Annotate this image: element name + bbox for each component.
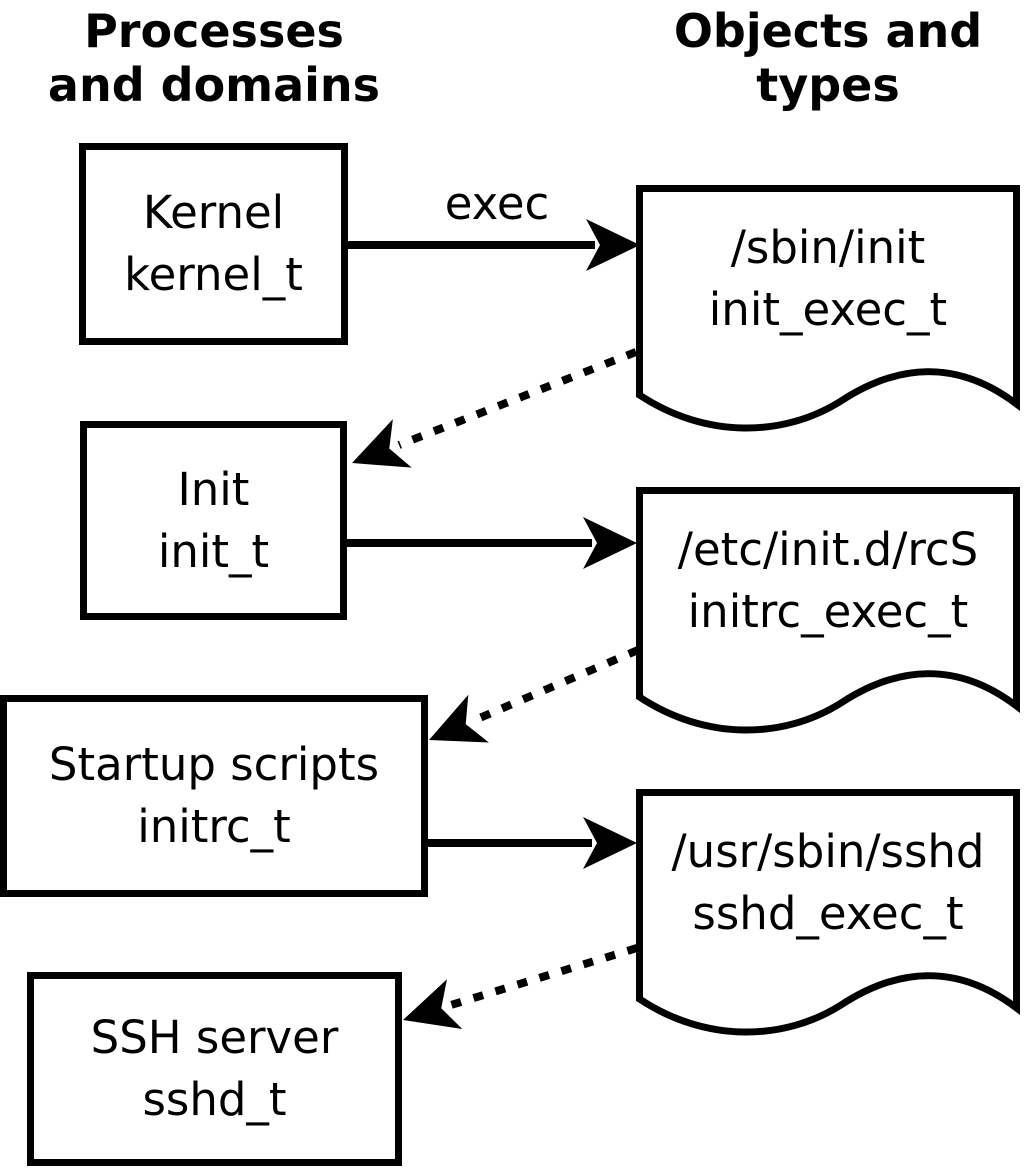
domain-type-label: kernel_t: [124, 248, 303, 301]
object-doc-usr-sbin-sshd: /usr/sbin/sshd sshd_exec_t: [636, 789, 1020, 1054]
process-name-label: Startup scripts: [48, 738, 380, 791]
transition-arrow-initrc: [429, 646, 640, 743]
document-shape: [636, 789, 1020, 1036]
process-box-ssh-server: SSH server sshd_t: [27, 972, 402, 1166]
document-outline: [636, 789, 1020, 1036]
exec-arrow-kernel-to-init: [348, 219, 640, 271]
process-box-startup-scripts: Startup scripts initrc_t: [0, 695, 428, 897]
transition-arrow-line: [449, 944, 639, 1009]
process-name-label: SSH server: [90, 1011, 339, 1064]
column-header-objects: Objects and types: [633, 4, 1023, 112]
file-type-label: init_exec_t: [708, 283, 948, 336]
header-line: Objects and: [673, 4, 983, 58]
file-type-label: initrc_exec_t: [687, 585, 969, 638]
arrowhead-icon: [352, 419, 412, 468]
file-path-label: /usr/sbin/sshd: [671, 825, 985, 878]
exec-arrow-initrc-to-sshd: [428, 817, 637, 869]
header-line: and domains: [47, 58, 381, 112]
exec-arrow-init-to-rcs: [347, 517, 637, 569]
process-name-label: Kernel: [142, 186, 285, 239]
domain-type-label: sshd_t: [142, 1073, 287, 1126]
arrowhead-icon: [583, 817, 637, 869]
process-name-label: Init: [177, 462, 250, 516]
domain-type-label: init_t: [157, 524, 270, 578]
exec-arrow-label: exec: [444, 177, 550, 230]
arrowhead-icon: [586, 219, 640, 271]
document-outline: [636, 185, 1020, 432]
transition-arrow-line: [397, 348, 638, 449]
process-box-init: Init init_t: [80, 421, 347, 620]
file-path-label: /sbin/init: [730, 221, 926, 274]
object-label: /etc/init.d/rcS initrc_exec_t: [636, 519, 1020, 643]
document-outline: [636, 487, 1020, 734]
domain-type-label: initrc_t: [137, 800, 291, 853]
document-shape: [636, 487, 1020, 734]
header-line: types: [756, 58, 900, 112]
arrowhead-icon: [429, 694, 489, 743]
header-line: Processes: [84, 4, 344, 58]
transition-arrow-init: [352, 348, 638, 468]
process-box-kernel: Kernel kernel_t: [79, 143, 348, 345]
object-label: /sbin/init init_exec_t: [636, 217, 1020, 341]
arrowhead-icon: [403, 979, 463, 1029]
object-doc-sbin-init: /sbin/init init_exec_t: [636, 185, 1020, 450]
transition-arrow-line: [473, 646, 640, 724]
file-path-label: /etc/init.d/rcS: [677, 523, 979, 576]
arrowhead-icon: [583, 517, 637, 569]
file-type-label: sshd_exec_t: [692, 887, 964, 940]
object-doc-etc-initd-rcs: /etc/init.d/rcS initrc_exec_t: [636, 487, 1020, 752]
document-shape: [636, 185, 1020, 432]
transition-arrow-sshd: [403, 944, 639, 1029]
column-header-processes: Processes and domains: [28, 4, 400, 112]
object-label: /usr/sbin/sshd sshd_exec_t: [636, 821, 1020, 945]
